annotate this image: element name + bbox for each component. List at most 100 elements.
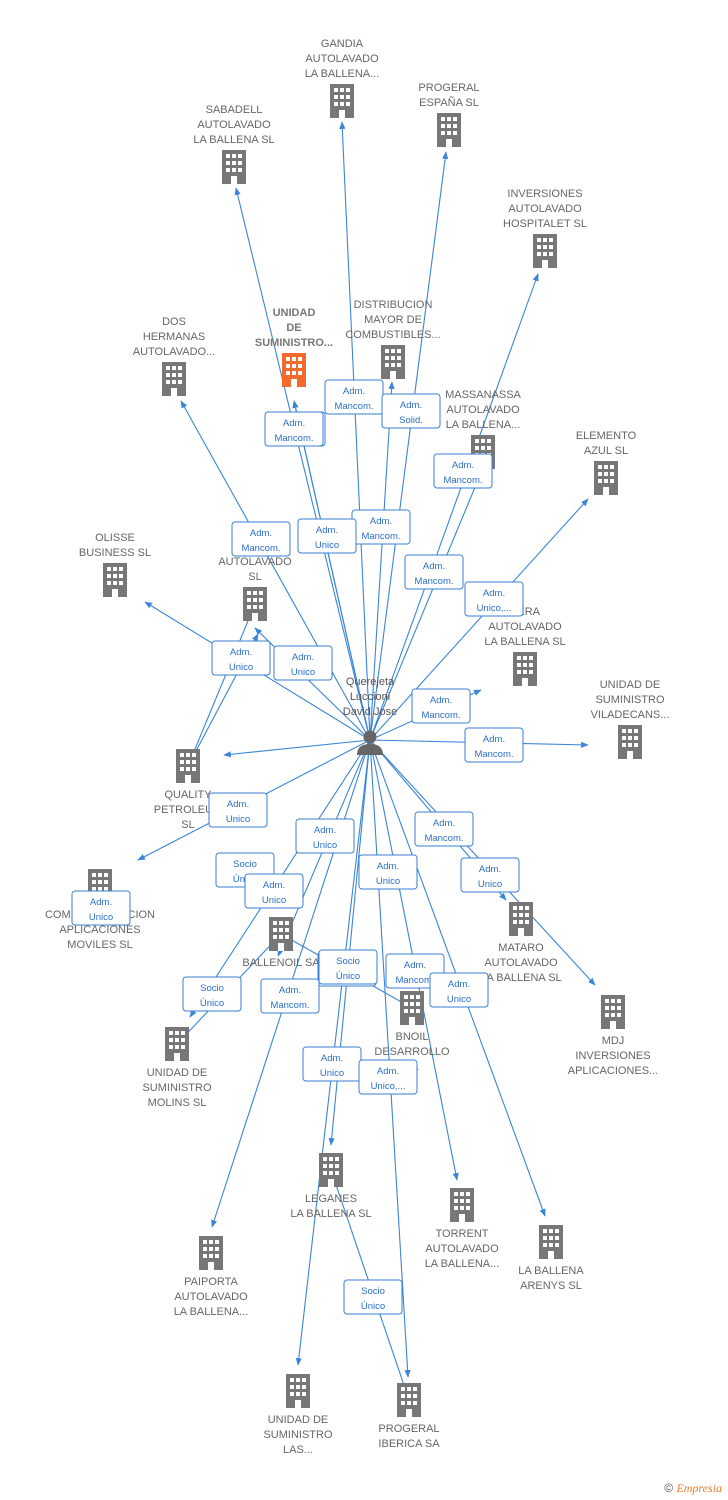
badge-text: Adm. — [250, 528, 272, 539]
badge-text: Adm. — [316, 525, 338, 536]
relation-badge[interactable]: Adm.Unico — [358, 854, 418, 890]
badge-text: Adm. — [283, 418, 305, 429]
badge-text: Adm. — [404, 960, 426, 971]
relation-badge[interactable]: Adm.Mancom. — [260, 978, 320, 1014]
company-label: LA BALLENA... — [425, 1258, 500, 1270]
brand-logo: Empresia — [676, 1481, 722, 1495]
relation-edge — [369, 381, 395, 741]
building-icon — [437, 113, 461, 147]
footer-brand[interactable]: © Empresia — [664, 1481, 722, 1496]
company-label: SL — [181, 819, 194, 831]
badge-text: Adm. — [279, 985, 301, 996]
badge-text: Mancom. — [334, 401, 373, 412]
company-label: AUTOLAVADO... — [133, 346, 216, 358]
company-label: AUTOLAVADO — [508, 203, 582, 215]
company-label: IBERICA SA — [378, 1438, 440, 1450]
company-label: INVERSIONES — [575, 1050, 650, 1062]
building-icon — [397, 1383, 421, 1417]
badge-text: Adm. — [230, 647, 252, 658]
relation-badge[interactable]: Adm.Unico — [460, 857, 520, 893]
company-label: PAIPORTA — [184, 1276, 238, 1288]
company-label: LA BALLENA... — [174, 1306, 249, 1318]
badge-text: Mancom. — [414, 576, 453, 587]
relation-badge[interactable]: Adm. Mancom. — [464, 727, 524, 763]
relation-badge[interactable]: Adm.Mancom. — [264, 411, 324, 447]
building-icon — [165, 1027, 189, 1061]
relation-badge[interactable]: Adm.Unico — [273, 645, 333, 681]
badge-text: Adm. — [483, 734, 505, 745]
badge-text: Solid. — [399, 415, 423, 426]
relation-badge[interactable]: Adm. Mancom. — [231, 521, 291, 557]
company-label: HERMANAS — [143, 331, 205, 343]
relation-badge[interactable]: Adm.Unico,... — [464, 581, 524, 617]
company-node-unidad_las[interactable]: UNIDAD DESUMINISTROLAS... — [263, 1374, 333, 1456]
relation-badge[interactable]: Adm. Unico,... — [358, 1059, 418, 1095]
relation-badge[interactable]: Adm.Unico — [429, 972, 489, 1008]
badge-text: Mancom. — [474, 749, 513, 760]
company-label: DE — [286, 322, 301, 334]
badge-text: Adm. — [400, 400, 422, 411]
relation-badge[interactable]: Adm.Mancom. — [324, 379, 384, 415]
company-label: BALLENOIL SA — [242, 957, 320, 969]
company-node-progeral_ib[interactable]: PROGERAL IBERICA SA — [378, 1383, 440, 1450]
company-node-unidad_sum[interactable]: UNIDADDESUMINISTRO... — [255, 307, 333, 387]
badge-text: Mancom. — [241, 543, 280, 554]
company-node-mdj[interactable]: MDJINVERSIONESAPLICACIONES... — [568, 995, 658, 1077]
company-node-ballenoil[interactable]: BALLENOIL SA — [242, 917, 320, 969]
badge-text: Adm. — [377, 1066, 399, 1077]
relation-badge[interactable]: Adm.Mancom. — [351, 509, 411, 545]
relation-badge[interactable]: Adm.Mancom. — [414, 811, 474, 847]
relation-badge[interactable]: Adm.Unico — [208, 792, 268, 828]
badge-text: Unico,... — [477, 603, 512, 614]
company-node-viladecans[interactable]: UNIDAD DESUMINISTROVILADECANS... — [591, 679, 670, 759]
relation-badge[interactable]: Adm.Unico — [302, 1046, 362, 1082]
company-label: DOS — [162, 316, 186, 328]
relation-badge[interactable]: Adm.Mancom. — [411, 688, 471, 724]
company-label: SABADELL — [206, 104, 263, 116]
badge-text: Mancom. — [395, 975, 434, 986]
badge-text: Unico — [229, 662, 253, 673]
relation-badge[interactable]: Adm.Mancom. — [404, 554, 464, 590]
company-label: AUTOLAVADO — [197, 119, 271, 131]
relation-badge[interactable]: Adm.Unico — [244, 873, 304, 909]
relation-badge[interactable]: Adm.Unico — [295, 818, 355, 854]
relation-badge[interactable]: Adm. Unico — [211, 640, 271, 676]
relation-badge[interactable]: Adm. Solid. — [381, 393, 441, 429]
badge-text: Unico — [478, 879, 502, 890]
building-icon — [509, 902, 533, 936]
company-label: SUMINISTRO — [142, 1082, 212, 1094]
building-icon — [533, 234, 557, 268]
company-node-dos_hermanas[interactable]: DOS HERMANAS AUTOLAVADO... — [133, 316, 216, 396]
badge-text: Unico,... — [371, 1081, 406, 1092]
badge-text: Unico — [315, 540, 339, 551]
company-label: PROGERAL — [378, 1423, 439, 1435]
relation-badge[interactable]: Adm.Unico — [71, 890, 131, 926]
relation-badge[interactable]: Adm. Unico — [297, 518, 357, 554]
badge-text: Adm. — [448, 979, 470, 990]
person-label: David Jose — [343, 706, 397, 718]
company-label: HOSPITALET SL — [503, 218, 587, 230]
building-icon — [450, 1188, 474, 1222]
relation-badge[interactable]: Adm.Mancom. — [433, 453, 493, 489]
